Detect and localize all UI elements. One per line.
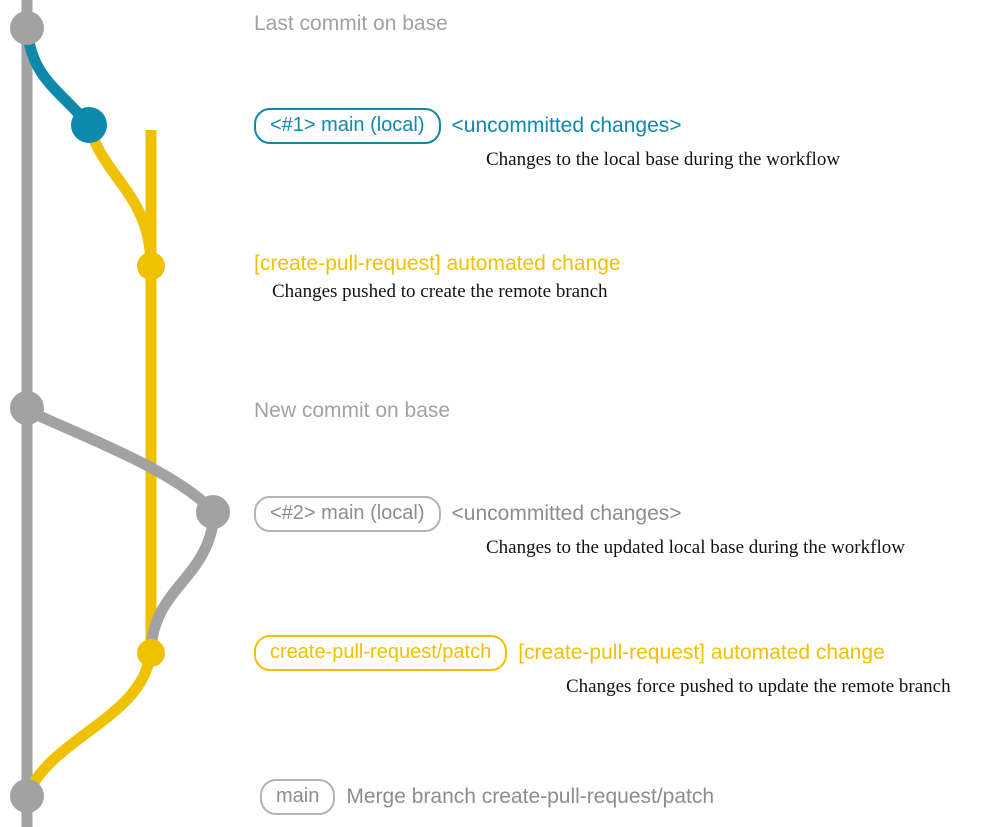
row-automated-change-update: create-pull-request/patch [create-pull-r… <box>254 635 951 698</box>
automated-branch-curve-1 <box>84 122 157 272</box>
branch-badge-local-2[interactable]: <#2> main (local) <box>254 496 441 532</box>
node-base-head <box>10 11 44 45</box>
local-branch-curve-2 <box>23 405 219 518</box>
row-last-commit-on-base: Last commit on base <box>254 12 448 36</box>
node-automated-1 <box>137 252 165 280</box>
last-commit-on-base-subject: Last commit on base <box>254 12 448 35</box>
node-local-commit-2 <box>196 495 230 529</box>
automated-branch-curve-2-gray <box>145 510 220 659</box>
automated-change-create-description: Changes pushed to create the remote bran… <box>272 281 608 302</box>
row-local-commit-2: <#2> main (local) <uncommitted changes> … <box>254 496 905 559</box>
branch-badge-create-pull-request-patch[interactable]: create-pull-request/patch <box>254 635 508 671</box>
merge-commit-subject: Merge branch create-pull-request/patch <box>346 785 715 808</box>
local-commit-2-subject: <uncommitted changes> <box>451 502 682 525</box>
row-new-commit-on-base: New commit on base <box>254 399 450 423</box>
node-automated-2 <box>137 639 165 667</box>
branch-badge-main[interactable]: main <box>260 779 336 815</box>
node-merge-commit <box>10 779 44 813</box>
row-automated-change-create: [create-pull-request] automated change C… <box>254 252 621 303</box>
commit-graph <box>10 0 230 827</box>
local-commit-1-description: Changes to the local base during the wor… <box>486 149 841 170</box>
merge-curve <box>21 649 156 802</box>
row-local-commit-1: <#1> main (local) <uncommitted changes> … <box>254 108 840 171</box>
branch-badge-local-1[interactable]: <#1> main (local) <box>254 108 441 144</box>
new-commit-on-base-subject: New commit on base <box>254 399 451 422</box>
automated-change-update-description: Changes force pushed to update the remot… <box>566 676 951 697</box>
automated-change-update-subject: [create-pull-request] automated change <box>518 641 885 664</box>
automated-change-create-subject: [create-pull-request] automated change <box>254 252 621 275</box>
row-merge-commit: main Merge branch create-pull-request/pa… <box>260 779 714 815</box>
node-base-new-commit <box>10 391 44 425</box>
local-commit-1-subject: <uncommitted changes> <box>451 114 682 137</box>
node-local-commit-1 <box>71 107 107 143</box>
local-commit-2-description: Changes to the updated local base during… <box>486 537 905 558</box>
